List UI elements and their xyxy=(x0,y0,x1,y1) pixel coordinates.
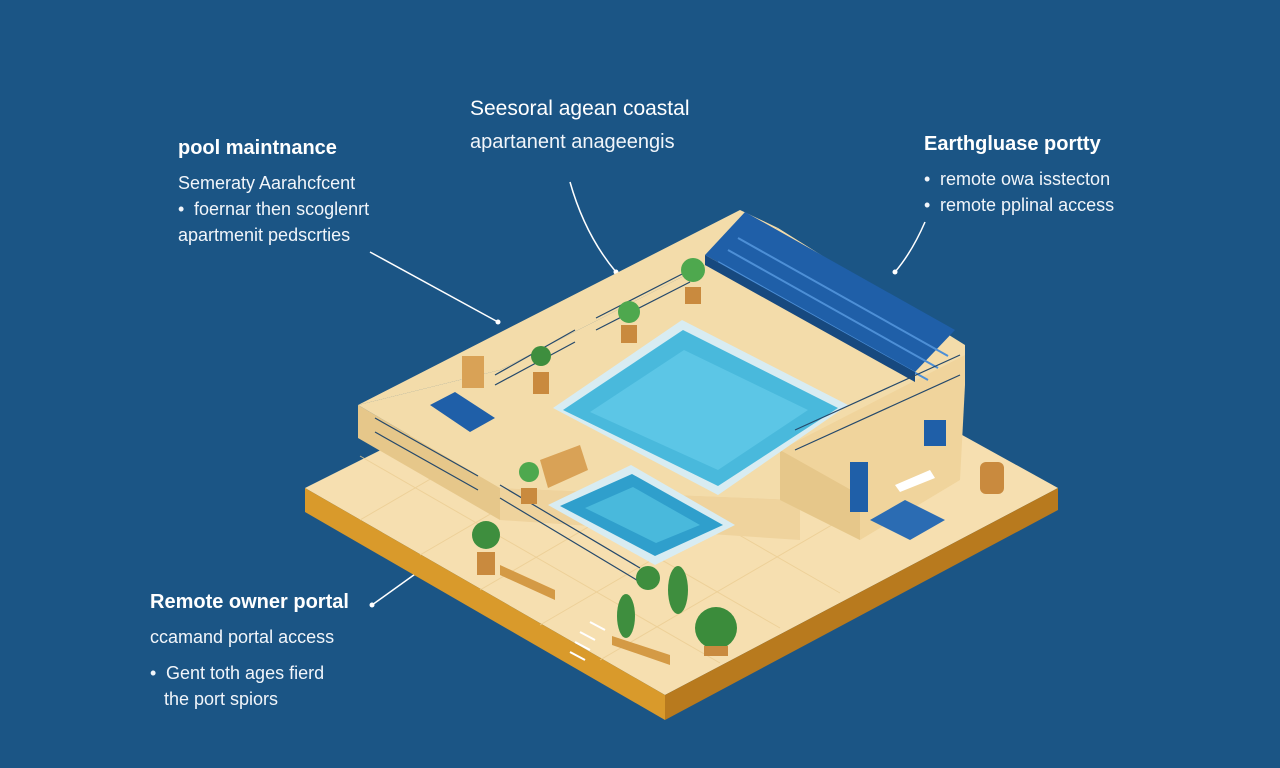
leader-dot xyxy=(495,319,501,325)
planters xyxy=(500,445,670,665)
callout-title: pool maintnance xyxy=(178,137,337,159)
leader-line-top-right xyxy=(894,221,926,273)
leader-line-top-center xyxy=(569,181,617,273)
callout-pool-maintenance: pool maintnance Semeraty Aarahcfcent foe… xyxy=(178,137,369,248)
side-house-left xyxy=(780,450,860,540)
callout-title: Earthgluase portty xyxy=(924,133,1101,155)
lounger-right xyxy=(870,500,945,540)
callout-earthquake-property: Earthgluase portty remote owa isstecton … xyxy=(924,133,1114,218)
awning xyxy=(705,212,955,382)
slab-left-edge xyxy=(305,488,665,720)
callout-line: the port spiors xyxy=(164,689,279,709)
leader-lines xyxy=(369,181,926,606)
leader-line-bottom-left xyxy=(371,571,419,606)
callout-line: ccamand portal access xyxy=(150,627,335,647)
leader-dot xyxy=(892,269,898,275)
window-right xyxy=(924,420,946,446)
callout-title: Remote owner portal xyxy=(150,591,349,613)
door-side xyxy=(850,462,868,512)
callout-coastal-apartment: Seesoral agean coastal apartanent anagee… xyxy=(470,97,690,155)
leader-line-top-left xyxy=(369,251,499,323)
lounger-blue xyxy=(430,392,495,432)
callout-line: apartanent anageengis xyxy=(470,131,675,153)
callout-bullet: Gent toth ages fierd xyxy=(150,660,349,686)
slab-right-edge xyxy=(665,488,1058,720)
callout-title: Seesoral agean coastal xyxy=(470,97,690,120)
callout-bullet: remote pplinal access xyxy=(924,192,1114,218)
pools xyxy=(548,320,848,565)
callout-line: apartmenit pedscrties xyxy=(178,225,351,245)
callout-remote-owner-portal: Remote owner portal ccamand portal acces… xyxy=(150,591,349,712)
stairs xyxy=(569,621,606,661)
openings xyxy=(850,420,946,512)
plants xyxy=(462,258,1004,656)
callout-bullet: remote owa isstecton xyxy=(924,166,1114,192)
spacer xyxy=(150,650,349,660)
callout-bullet: foernar then scoglenrt xyxy=(178,196,369,222)
callout-line: Semeraty Aarahcfcent xyxy=(178,173,356,193)
main-pool-inner xyxy=(590,350,808,470)
leader-dot xyxy=(369,602,375,608)
lounger-parasol xyxy=(895,470,935,492)
loungers xyxy=(430,392,945,540)
small-pool-inner xyxy=(585,487,700,543)
